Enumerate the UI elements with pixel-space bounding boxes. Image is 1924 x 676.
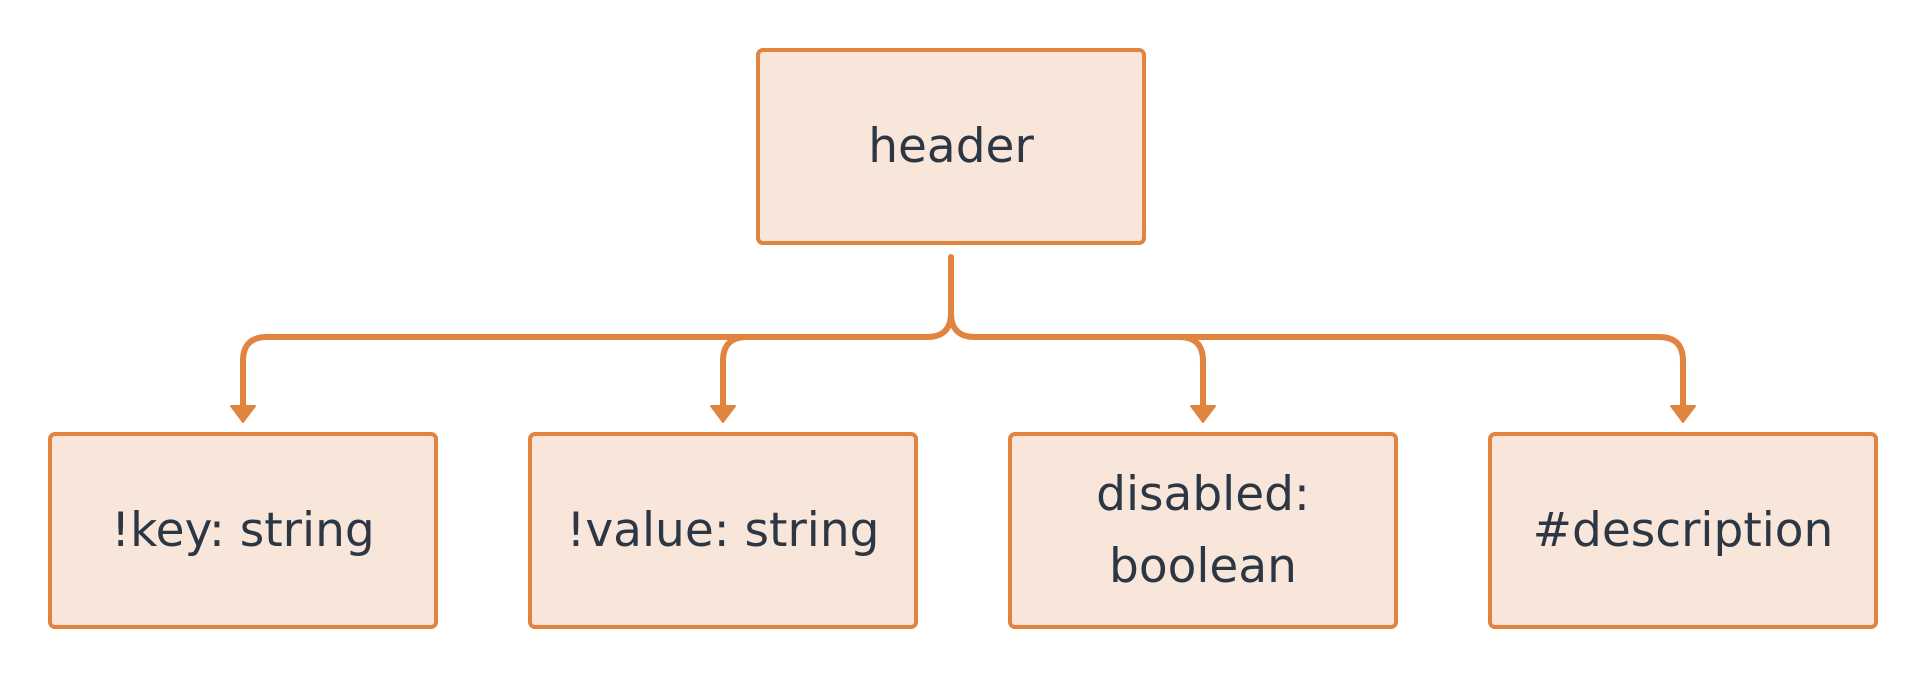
node-value-string-box — [528, 432, 918, 629]
node-disabled-boolean-box — [1008, 432, 1398, 629]
arrow-head-disabled-boolean — [1190, 405, 1216, 423]
node-description-box — [1488, 432, 1878, 629]
arrow-head-description — [1670, 405, 1696, 423]
node-description: #description — [1488, 432, 1878, 629]
node-header: header — [756, 48, 1146, 245]
node-disabled-boolean: disabled: boolean — [1008, 432, 1398, 629]
node-key-string: !key: string — [48, 432, 438, 629]
node-header-box — [756, 48, 1146, 245]
node-value-string-label: !value: string — [567, 503, 880, 558]
node-key-string-label: !key: string — [111, 503, 374, 558]
connector-lines — [230, 254, 1696, 423]
connector-to-value-string — [720, 334, 930, 411]
connector-stem-right — [948, 310, 978, 340]
connector-stem-left — [924, 254, 954, 340]
node-header-label: header — [868, 119, 1034, 174]
connector-to-key-string — [240, 334, 930, 411]
node-disabled-boolean-label-line-2: boolean — [1109, 539, 1297, 594]
node-disabled-boolean-label-line-1: disabled: — [1096, 467, 1310, 522]
arrow-head-key-string — [230, 405, 256, 423]
arrow-head-value-string — [710, 405, 736, 423]
connector-to-disabled-boolean — [972, 334, 1206, 411]
node-value-string: !value: string — [528, 432, 918, 629]
connector-to-description — [972, 334, 1686, 411]
diagram-nodes: header !key: string !value: string disabled… — [48, 48, 1878, 629]
node-key-string-box — [48, 432, 438, 629]
node-description-label: #description — [1533, 503, 1834, 558]
